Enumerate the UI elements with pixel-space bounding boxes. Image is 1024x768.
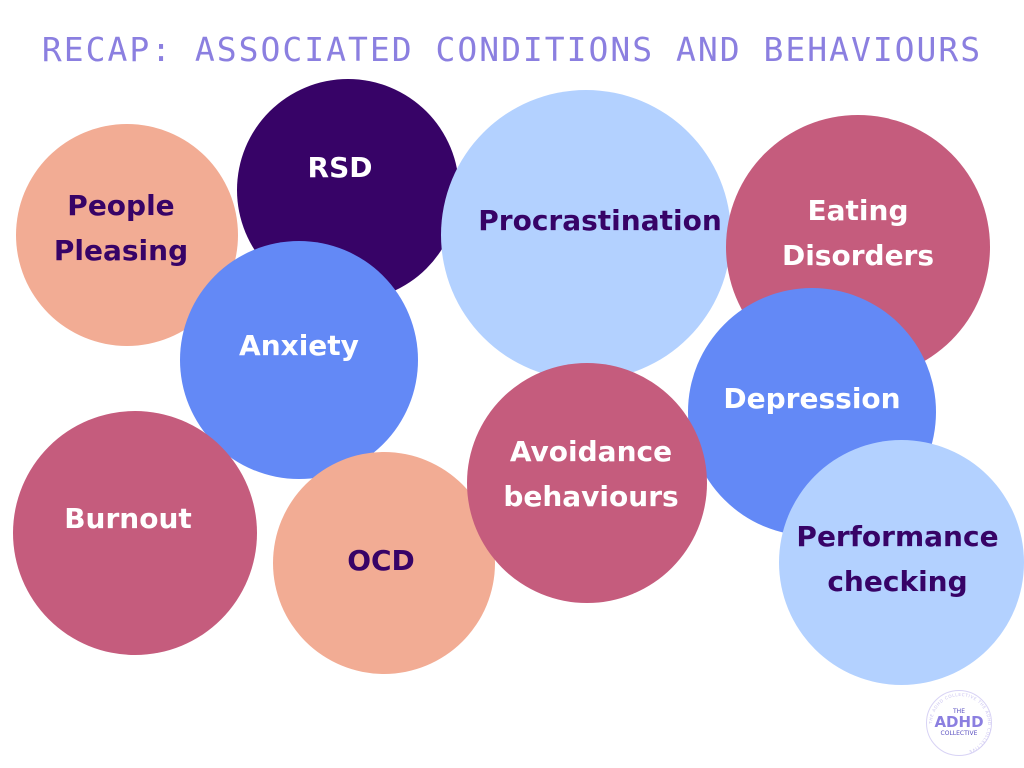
- bubble-label: Procrastination: [478, 203, 722, 237]
- bubble-procrastination: Procrastination: [441, 90, 731, 380]
- bubble-burnout: Burnout: [13, 411, 257, 655]
- bubble-label: OCD: [347, 543, 415, 577]
- svg-text:THE ADHD COLLECTIVE THE ADHD C: THE ADHD COLLECTIVE THE ADHD COLLECTIVE: [928, 692, 992, 755]
- bubble-people-pleasing: People Pleasing: [16, 124, 238, 346]
- logo-main-text: ADHD: [934, 713, 984, 732]
- bubble-performance-checking: Performance checking: [779, 440, 1024, 685]
- bubble-ocd: OCD: [273, 452, 495, 674]
- bubble-label: Anxiety: [239, 328, 359, 362]
- logo-ring-text: THE ADHD COLLECTIVE THE ADHD COLLECTIVE: [928, 692, 992, 755]
- logo-top-text: THE: [953, 708, 965, 716]
- bubble-anxiety: Anxiety: [180, 241, 418, 479]
- bubble-label: People Pleasing: [53, 189, 189, 267]
- bubble-label: Performance checking: [796, 519, 999, 598]
- bubble-label: Depression: [723, 381, 901, 415]
- bubble-label: Avoidance behaviours: [503, 435, 679, 513]
- adhd-collective-logo: THE ADHD COLLECTIVE THE ADHD COLLECTIVE …: [926, 690, 992, 756]
- bubble-label: Eating Disorders: [781, 194, 935, 272]
- bubble-label: RSD: [307, 150, 373, 184]
- logo-bottom-text: COLLECTIVE: [940, 729, 978, 737]
- page-title: RECAP: ASSOCIATED CONDITIONS AND BEHAVIO…: [41, 30, 983, 69]
- bubble-avoidance-behaviours: Avoidance behaviours: [467, 363, 707, 603]
- bubble-label: Burnout: [64, 501, 192, 535]
